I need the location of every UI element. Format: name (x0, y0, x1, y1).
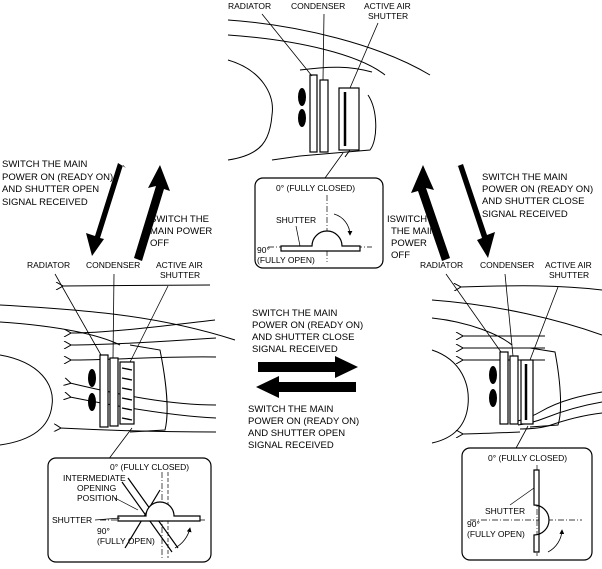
transition-text-line: SWITCH THE MAIN (482, 172, 567, 183)
active-air-shutter-unit (338, 87, 360, 151)
left-inset-closed-label: 0° (FULLY CLOSED) (110, 462, 189, 472)
left-vehicle-diagram: RADIATOR CONDENSER ACTIVE AIR SHUTTER (0, 260, 236, 461)
fan-blade-icon (88, 369, 96, 387)
right-vehicle-diagram: RADIATOR CONDENSER ACTIVE AIR SHUTTER (420, 260, 602, 451)
arrow-top-to-right-icon (411, 165, 450, 261)
top-inset-closed-label: 0° (FULLY CLOSED) (276, 183, 355, 193)
text-top-to-left: SWITCH THE MAIN POWER ON (READY ON) AND … (2, 159, 113, 208)
active-air-shutter-unit (119, 361, 135, 425)
left-radiator-label: RADIATOR (27, 260, 70, 270)
left-shutter-label-2: SHUTTER (160, 270, 200, 280)
fan-blade-icon (298, 109, 306, 127)
radiator-core (499, 351, 509, 425)
transition-text-line: OFF (150, 238, 169, 249)
arrow-left-to-top-icon (134, 165, 170, 261)
text-left-to-top: SWITCH THE MAIN POWER OFF (150, 214, 212, 249)
left-inset-intermediate-3: POSITION (77, 493, 118, 503)
left-inset-shutter-label: SHUTTER (52, 515, 92, 525)
left-inset-open-label-2: (FULLY OPEN) (97, 536, 155, 546)
right-condenser-label: CONDENSER (480, 260, 534, 270)
transition-text-line: SIGNAL RECEIVED (2, 197, 88, 208)
condenser-core (509, 355, 519, 425)
text-right-to-top: ISWITCH THE MAIN POWER OFF (387, 214, 437, 261)
transition-text-line: AND SHUTTER CLOSE (252, 332, 354, 343)
transition-text-line: POWER ON (READY ON) (2, 172, 113, 183)
top-radiator-label: RADIATOR (228, 1, 271, 11)
left-inset-intermediate-1: INTERMEDIATE (63, 473, 126, 483)
right-inset-open-label-2: (FULLY OPEN) (467, 529, 525, 539)
condenser-core (319, 79, 329, 153)
transition-text-line: SIGNAL RECEIVED (482, 209, 568, 220)
top-vehicle-diagram: RADIATOR CONDENSER ACTIVE AIR SHUTTER (227, 1, 431, 179)
arrow-top-to-left-icon (86, 163, 126, 256)
transition-arrows (86, 163, 495, 398)
text-left-to-right: SWITCH THE MAIN POWER ON (READY ON) AND … (252, 308, 363, 355)
arrow-right-to-top-icon (455, 164, 495, 258)
transition-text-line: SWITCH THE MAIN (248, 404, 333, 415)
top-inset-shutter-label: SHUTTER (276, 215, 316, 225)
radiator-core (309, 74, 318, 153)
left-shutter-inset: 0° (FULLY CLOSED) INTERMEDIATE OPENING P… (47, 457, 212, 563)
transition-text-line: POWER (391, 238, 427, 249)
top-shutter-inset: 0° (FULLY CLOSED) SHUTTER 90° (FULLY OPE… (254, 177, 384, 269)
right-shutter-label-1: ACTIVE AIR (545, 260, 592, 270)
top-inset-open-label-1: 90° (257, 245, 270, 255)
transition-text-line: POWER ON (READY ON) (482, 184, 593, 195)
right-inset-shutter-label: SHUTTER (485, 506, 525, 516)
top-shutter-label-1: ACTIVE AIR (364, 1, 411, 11)
text-top-to-right: SWITCH THE MAIN POWER ON (READY ON) AND … (482, 172, 593, 220)
condenser-core (109, 357, 119, 427)
transition-text-line: AND SHUTTER OPEN (2, 184, 99, 195)
right-inset-closed-label: 0° (FULLY CLOSED) (488, 453, 567, 463)
top-shutter-label-2: SHUTTER (368, 11, 408, 21)
right-radiator-label: RADIATOR (420, 260, 463, 270)
right-inset-open-label-1: 90° (467, 519, 480, 529)
transition-text-line: SWITCH THE (150, 214, 209, 225)
transition-text-line: SIGNAL RECEIVED (252, 344, 338, 355)
transition-text-line: OFF (391, 250, 410, 261)
arrow-right-to-left-icon (256, 376, 356, 398)
right-shutter-label-2: SHUTTER (549, 270, 589, 280)
top-inset-open-label-2: (FULLY OPEN) (257, 255, 315, 265)
transition-text-line: POWER ON (READY ON) (252, 320, 363, 331)
left-shutter-label-1: ACTIVE AIR (156, 260, 203, 270)
arrow-left-to-right-icon (258, 356, 358, 378)
left-condenser-label: CONDENSER (86, 260, 140, 270)
transition-text-line: SWITCH THE MAIN (2, 159, 87, 170)
transition-text-line: MAIN POWER (150, 226, 212, 237)
right-shutter-inset: 0° (FULLY CLOSED) SHUTTER 90° (FULLY OPE… (461, 447, 593, 561)
transition-text-line: THE MAIN (391, 226, 437, 237)
fan-blade-icon (489, 366, 497, 384)
left-inset-open-label-1: 90° (97, 526, 110, 536)
airflow-arrows-left (60, 285, 217, 433)
transition-text-line: SWITCH THE MAIN (252, 308, 337, 319)
transition-text-line: AND SHUTTER CLOSE (482, 196, 584, 207)
top-condenser-label: CONDENSER (291, 1, 345, 11)
radiator-core (99, 354, 109, 428)
text-right-to-left: SWITCH THE MAIN POWER ON (READY ON) AND … (248, 404, 359, 451)
transition-text-line: ISWITCH (387, 214, 427, 225)
left-inset-intermediate-2: OPENING (77, 483, 116, 493)
fan-blade-icon (298, 88, 306, 106)
transition-text-line: AND SHUTTER OPEN (248, 428, 345, 439)
transition-text-line: SIGNAL RECEIVED (248, 440, 334, 451)
transition-text-line: POWER ON (READY ON) (248, 416, 359, 427)
fan-blade-icon (88, 393, 96, 411)
fan-blade-icon (489, 389, 497, 407)
